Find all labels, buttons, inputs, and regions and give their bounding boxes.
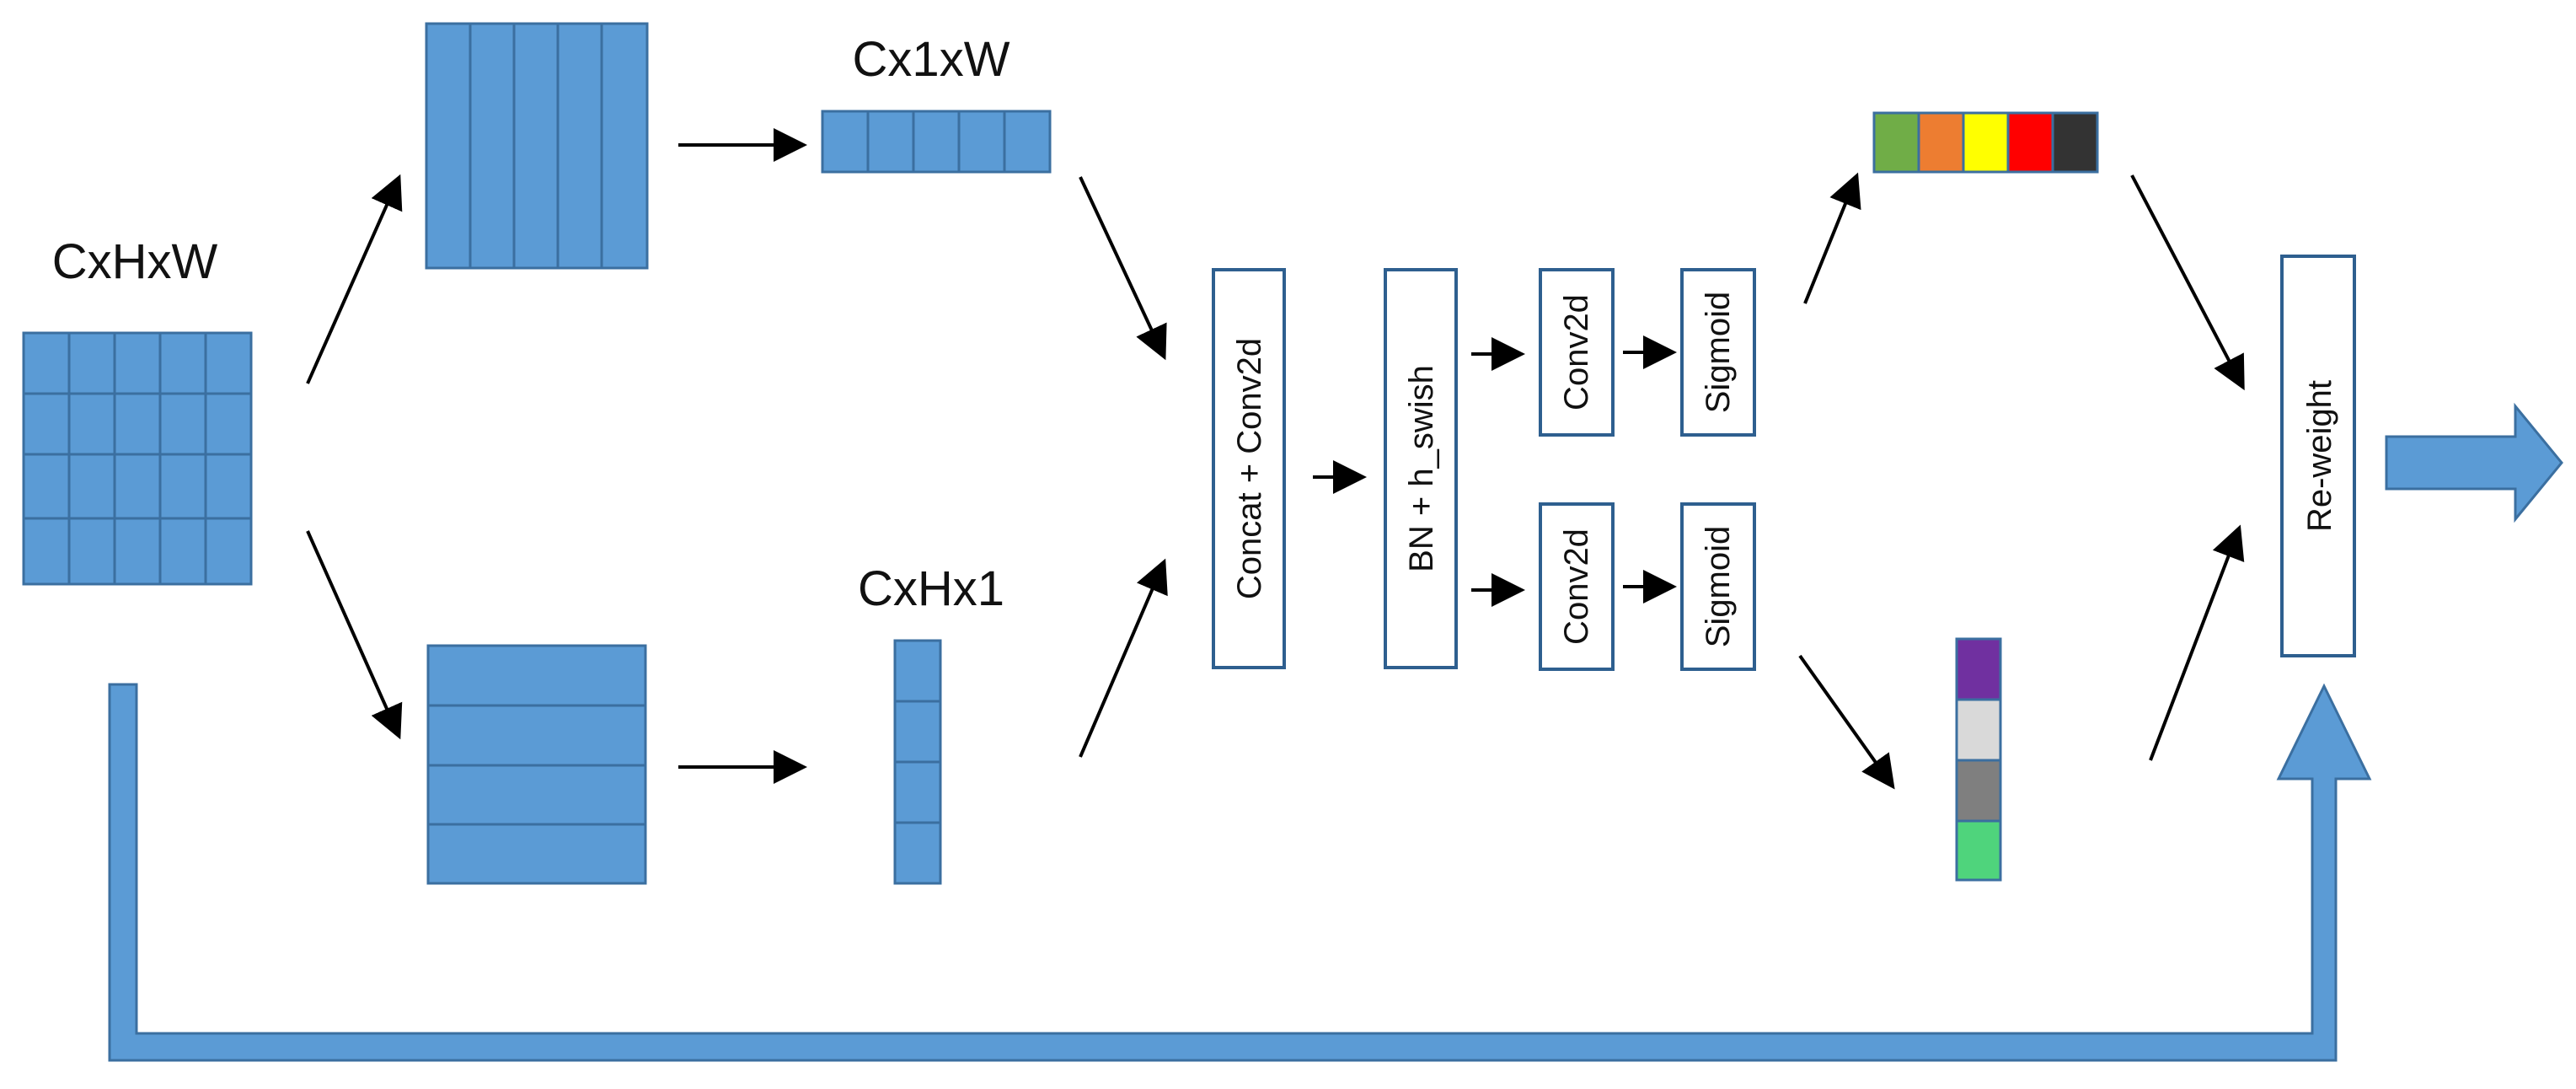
reweight-block: [2280, 255, 2356, 657]
width-attention-cell: [1917, 111, 1965, 174]
arrow-to-width-pool: [306, 174, 403, 384]
arrow-width-to-concat: [1079, 176, 1167, 361]
arrow-to-height-pool: [306, 530, 403, 740]
sigmoid-top-label: Sigmoid: [1700, 292, 1737, 414]
reweight-label: Re-weight: [2301, 380, 2338, 532]
conv-top-block: [1539, 268, 1615, 437]
output-arrow: [2385, 402, 2563, 523]
height-attention-map: [1955, 637, 2002, 882]
sigmoid-top-block: [1680, 268, 1756, 437]
residual-connection-arrow: [108, 683, 2372, 1062]
height-vector-label: CxHx1: [858, 561, 1004, 616]
input-tensor-label: CxHxW: [52, 234, 218, 289]
width-vector-label: Cx1xW: [853, 32, 1010, 87]
concat-conv-label: Concat + Conv2d: [1231, 338, 1268, 599]
width-attention-cell: [2006, 111, 2054, 174]
arrow-height-attention-to-reweight: [2149, 524, 2245, 761]
height-attention-cell: [1955, 637, 2002, 701]
sigmoid-bottom-label: Sigmoid: [1700, 526, 1737, 648]
height-attention-cell: [1955, 698, 2002, 762]
conv-bottom-label: Conv2d: [1558, 528, 1595, 645]
height-attention-cell: [1955, 759, 2002, 823]
height-pool-tensor: [426, 644, 647, 885]
concat-conv-block: [1212, 268, 1286, 669]
width-attention-map: [1872, 111, 2099, 174]
width-pool-tensor: [425, 22, 649, 270]
sigmoid-bottom-block: [1680, 502, 1756, 671]
width-vector: [821, 110, 1052, 174]
arrow-to-width-attention: [1803, 172, 1861, 304]
width-attention-cell: [1872, 111, 1920, 174]
conv-bottom-block: [1539, 502, 1615, 671]
height-attention-cell: [1955, 819, 2002, 882]
height-vector: [893, 639, 942, 885]
input-tensor: [22, 331, 253, 586]
bn-hswish-label: BN + h_swish: [1403, 365, 1440, 572]
conv-top-label: Conv2d: [1558, 294, 1595, 410]
arrow-width-attention-to-reweight: [2130, 174, 2245, 391]
width-attention-cell: [1962, 111, 2010, 174]
arrow-height-to-concat: [1079, 558, 1168, 758]
bn-hswish-block: [1384, 268, 1458, 669]
width-attention-cell: [2051, 111, 2099, 174]
arrow-to-height-attention: [1798, 654, 1895, 790]
